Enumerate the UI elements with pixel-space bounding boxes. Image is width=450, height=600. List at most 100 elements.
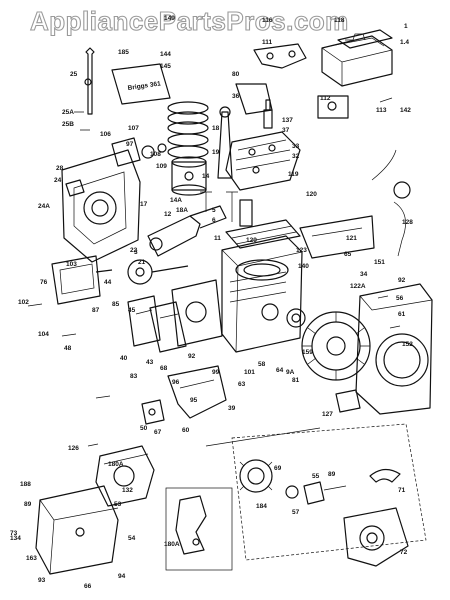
callout-label: 83 bbox=[130, 373, 138, 380]
callout-label: 107 bbox=[128, 125, 139, 132]
callout-label: 123 bbox=[296, 247, 307, 254]
callout-label: 64 bbox=[276, 367, 284, 374]
wiring-inset-drawing bbox=[165, 487, 233, 571]
callout-label: 184 bbox=[256, 503, 267, 510]
callout-label: 36 bbox=[232, 93, 240, 100]
starter-clutch-drawing bbox=[285, 481, 347, 505]
callout-label: 145 bbox=[160, 63, 171, 70]
callout-label: 92 bbox=[398, 277, 406, 284]
callout-label: 40 bbox=[120, 355, 128, 362]
callout-label: 25B bbox=[62, 121, 74, 128]
callout-label: 12 bbox=[164, 211, 172, 218]
fuel-line-drawing bbox=[371, 149, 411, 257]
callout-label: 122A bbox=[350, 283, 366, 290]
callout-label: 81 bbox=[292, 377, 300, 384]
air-vane-drawing bbox=[299, 215, 375, 259]
sump-cover-drawing bbox=[171, 279, 223, 347]
callout-label: 121 bbox=[346, 235, 357, 242]
callout-label: 127 bbox=[322, 411, 333, 418]
callout-label: 152 bbox=[402, 341, 413, 348]
callout-label: 118 bbox=[334, 17, 345, 24]
bracket-112-drawing bbox=[317, 95, 349, 119]
callout-label: 63 bbox=[238, 381, 246, 388]
callout-label: 93 bbox=[38, 577, 46, 584]
callout-label: 1.4 bbox=[400, 39, 409, 46]
starter-inset-drawing bbox=[231, 423, 427, 561]
starter-cover-drawing bbox=[343, 507, 409, 567]
callout-label: 126 bbox=[68, 445, 79, 452]
callout-label: 66 bbox=[84, 583, 92, 590]
callout-label: 144 bbox=[160, 51, 171, 58]
governor-parts-drawing bbox=[111, 137, 167, 167]
cylinder-fins-drawing bbox=[225, 219, 301, 249]
callout-label: 3 bbox=[134, 249, 138, 256]
callout-label: 34 bbox=[360, 271, 368, 278]
piston-rings-drawing bbox=[167, 101, 209, 159]
callout-label: 132 bbox=[122, 487, 133, 494]
cylinder-head-drawing bbox=[225, 131, 301, 191]
callout-label: 19 bbox=[212, 149, 220, 156]
callout-label: 73 bbox=[10, 530, 18, 537]
callout-label: 32 bbox=[292, 153, 300, 160]
callout-label: 58 bbox=[258, 361, 266, 368]
breaker-plate-drawing bbox=[127, 295, 187, 353]
callout-label: 137 bbox=[282, 117, 293, 124]
fuel-tank-bracket-drawing bbox=[35, 485, 119, 575]
callout-label: 43 bbox=[146, 359, 154, 366]
callout-label: 28 bbox=[56, 165, 64, 172]
callout-label: 89 bbox=[328, 471, 336, 478]
callout-label: 85 bbox=[112, 301, 120, 308]
callout-label: 50 bbox=[140, 425, 148, 432]
callout-label: 94 bbox=[118, 573, 126, 580]
governor-lever-drawing bbox=[167, 365, 227, 419]
callout-label: 21 bbox=[138, 259, 146, 266]
callout-label: 108 bbox=[150, 151, 161, 158]
decal-card-drawing: Briggs 361 bbox=[111, 63, 171, 105]
callout-label: 25 bbox=[70, 71, 78, 78]
callout-label: 5 bbox=[212, 207, 216, 214]
callout-label: 33 bbox=[292, 143, 300, 150]
callout-label: 25A bbox=[62, 109, 74, 116]
callout-label: 6 bbox=[212, 217, 216, 224]
piston-drawing bbox=[171, 156, 207, 196]
callout-label: 24 bbox=[54, 177, 62, 184]
callout-label: 18A bbox=[176, 207, 188, 214]
callout-label: 95 bbox=[190, 397, 198, 404]
dipstick-tube-drawing bbox=[84, 47, 95, 115]
callout-label: 17 bbox=[140, 201, 148, 208]
air-cleaner-drawing bbox=[321, 29, 393, 87]
bracket-drawing bbox=[253, 43, 307, 69]
callout-label: 92 bbox=[188, 353, 196, 360]
valves-drawing bbox=[200, 191, 253, 227]
callout-label: 104 bbox=[38, 331, 49, 338]
callout-label: 142 bbox=[400, 107, 411, 114]
callout-label: 151 bbox=[374, 259, 385, 266]
callout-label: 99 bbox=[212, 369, 220, 376]
callout-label: 163 bbox=[26, 555, 37, 562]
callout-label: 180A bbox=[108, 461, 124, 468]
callout-label: 9A bbox=[286, 369, 295, 376]
callout-label: 57 bbox=[292, 509, 300, 516]
callout-label: 14A bbox=[170, 197, 182, 204]
seal-drawing bbox=[286, 308, 306, 328]
flywheel-drawing bbox=[301, 311, 371, 381]
callout-label: 140 bbox=[298, 263, 309, 270]
callout-label: 128 bbox=[402, 219, 413, 226]
callout-label: 55 bbox=[312, 473, 320, 480]
starter-gear-drawing bbox=[239, 459, 273, 493]
callout-label: 119 bbox=[288, 171, 299, 178]
oil-filler-drawing bbox=[65, 179, 85, 197]
crankshaft-drawing bbox=[147, 205, 227, 257]
callout-label: 72 bbox=[400, 549, 408, 556]
decal-text: Briggs 361 bbox=[127, 80, 161, 92]
callout-label: 80 bbox=[232, 71, 240, 78]
callout-label: 39 bbox=[228, 405, 236, 412]
callout-label: 101 bbox=[244, 369, 255, 376]
callout-label: 11 bbox=[214, 235, 221, 242]
stop-switch-drawing bbox=[335, 389, 361, 413]
callout-label: 60 bbox=[182, 427, 190, 434]
callout-label: 18 bbox=[212, 125, 220, 132]
callout-label: 112 bbox=[320, 95, 331, 102]
